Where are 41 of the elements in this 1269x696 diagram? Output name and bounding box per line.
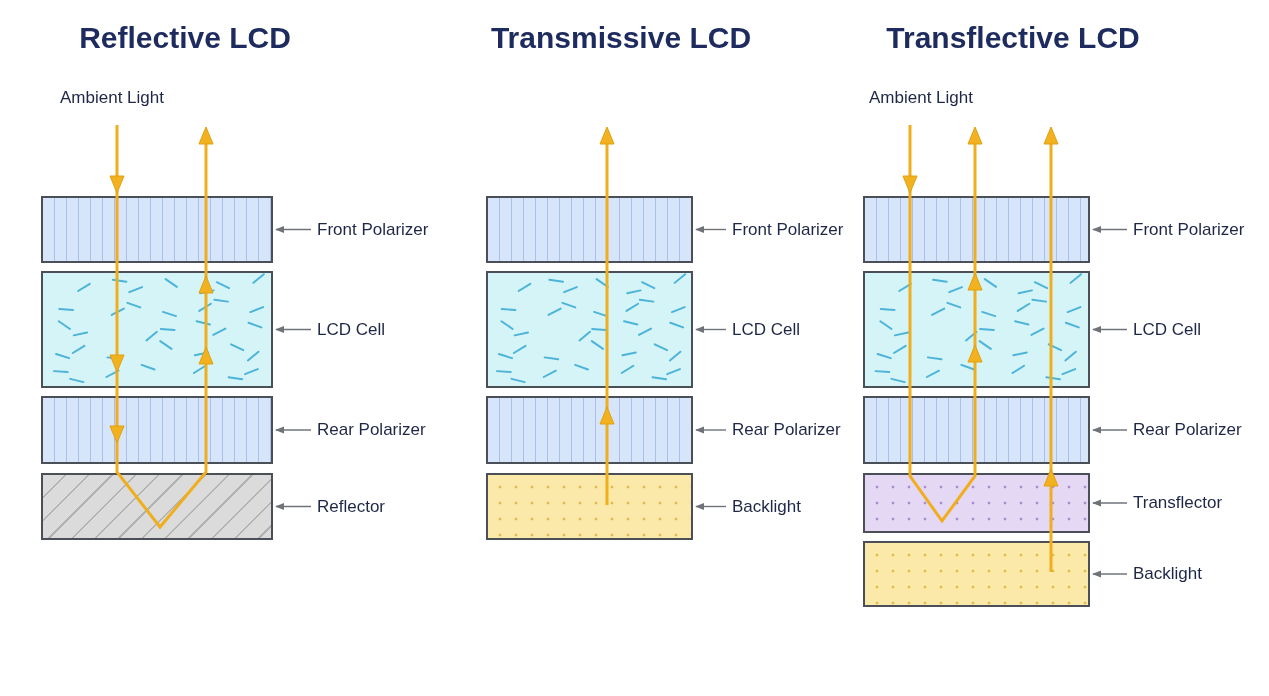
polarizer-layer [863, 196, 1090, 263]
leader-line [1092, 499, 1128, 507]
polarizer-layer [863, 396, 1090, 464]
light-source-label: Ambient Light [869, 87, 973, 109]
leader-line [1092, 426, 1128, 434]
leader-line [695, 325, 727, 334]
layer-label: Rear Polarizer [732, 418, 841, 442]
leader-line [1092, 570, 1128, 578]
leader-line [275, 325, 312, 334]
layer-label: Rear Polarizer [1133, 418, 1242, 442]
layer-label: LCD Cell [1133, 317, 1202, 342]
leader-line [275, 426, 312, 434]
panel-title: Transmissive LCD [490, 20, 752, 56]
layer-label: Backlight [1133, 562, 1202, 586]
layer-label: Backlight [732, 494, 801, 519]
backlight-layer [486, 473, 693, 540]
backlight-layer [863, 541, 1090, 607]
polarizer-layer [41, 396, 273, 464]
layer-label: Transflector [1133, 491, 1223, 515]
layer-label: Reflector [317, 494, 386, 519]
polarizer-layer [486, 396, 693, 464]
leader-line [1092, 225, 1128, 234]
light-source-label: Ambient Light [60, 87, 164, 109]
layer-label: Front Polarizer [732, 217, 844, 242]
panel-title: Reflective LCD [79, 20, 291, 56]
leader-line [695, 426, 727, 434]
transflector-layer [863, 473, 1090, 533]
reflector-layer [41, 473, 273, 540]
polarizer-layer [41, 196, 273, 263]
layer-label: LCD Cell [317, 317, 386, 342]
leader-line [695, 225, 727, 234]
polarizer-layer [486, 196, 693, 263]
layer-label: Rear Polarizer [317, 418, 426, 442]
leader-line [275, 502, 312, 511]
layer-label: LCD Cell [732, 317, 801, 342]
leader-line [1092, 325, 1128, 334]
leader-line [275, 225, 312, 234]
layer-label: Front Polarizer [1133, 217, 1245, 242]
layer-label: Front Polarizer [317, 217, 429, 242]
panel-title: Transflective LCD [886, 20, 1140, 56]
leader-line [695, 502, 727, 511]
